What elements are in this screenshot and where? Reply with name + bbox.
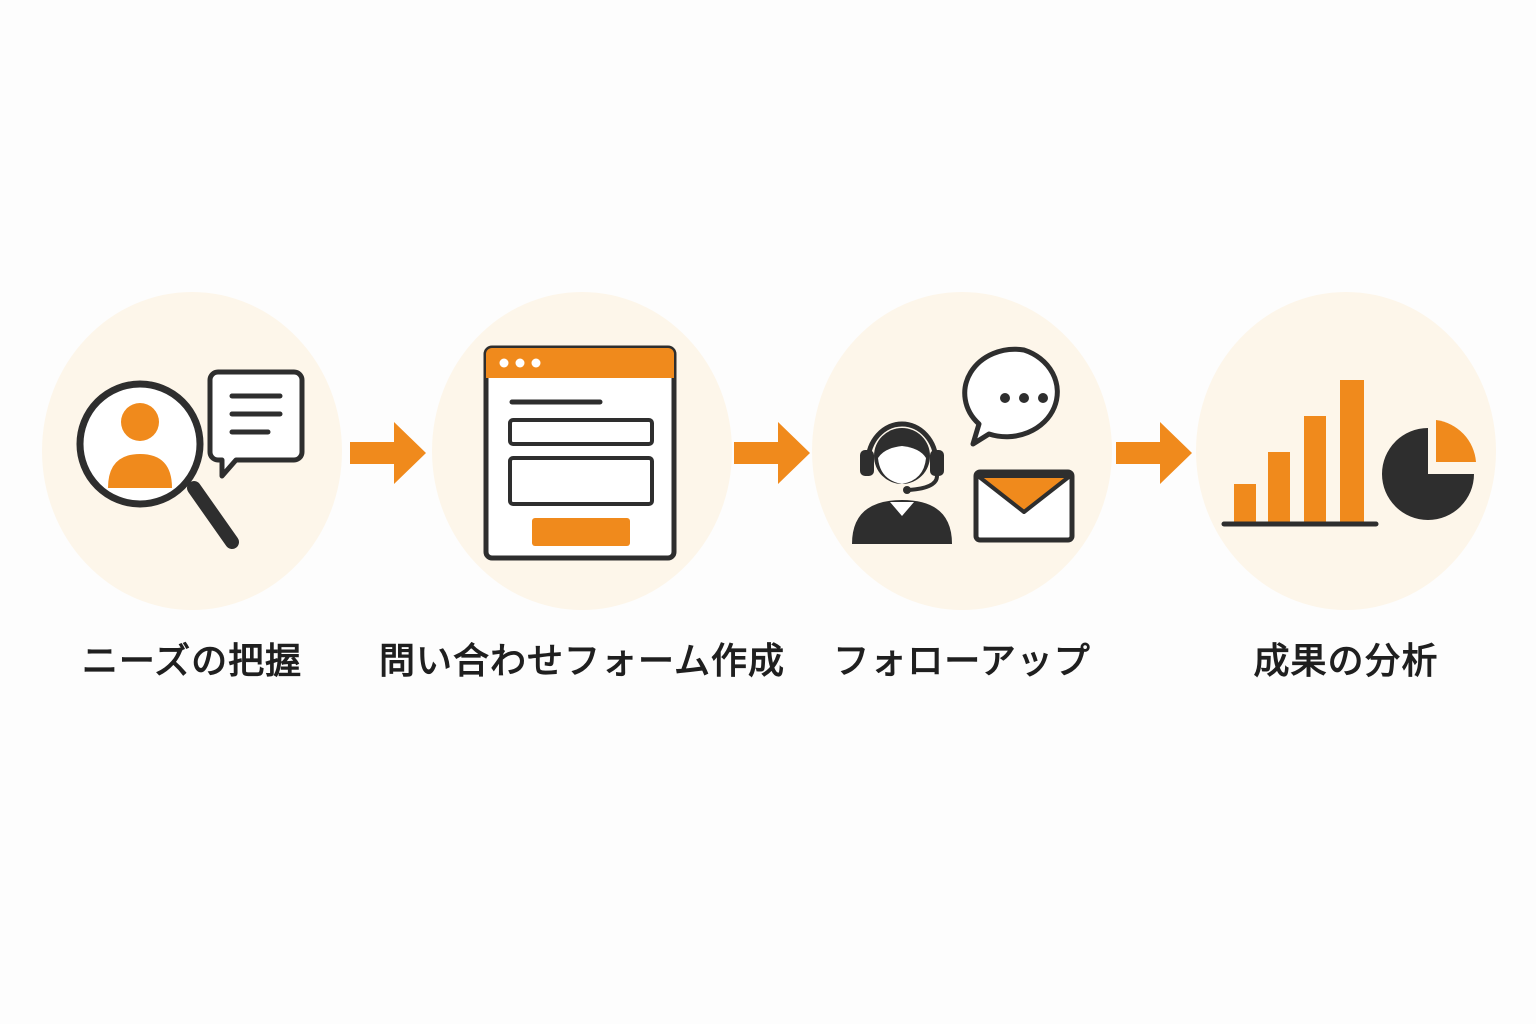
step-circle xyxy=(1196,292,1496,610)
arrow-right-icon xyxy=(348,418,428,488)
step-circle xyxy=(432,292,732,610)
step-label: 成果の分析 xyxy=(1253,641,1439,682)
step-label: ニーズの把握 xyxy=(81,641,303,682)
support-agent-mail-chat-icon xyxy=(852,346,1075,544)
bar-pie-chart-icon xyxy=(1221,380,1476,527)
arrow-right-icon xyxy=(1114,418,1194,488)
step-label: フォローアップ xyxy=(833,641,1091,682)
step-circle xyxy=(812,292,1112,610)
step-circle xyxy=(42,292,342,610)
magnifier-user-speech-icon xyxy=(76,369,305,549)
step-label: 問い合わせフォーム作成 xyxy=(379,641,785,682)
arrow-right-icon xyxy=(732,418,812,488)
web-form-icon xyxy=(483,345,677,561)
